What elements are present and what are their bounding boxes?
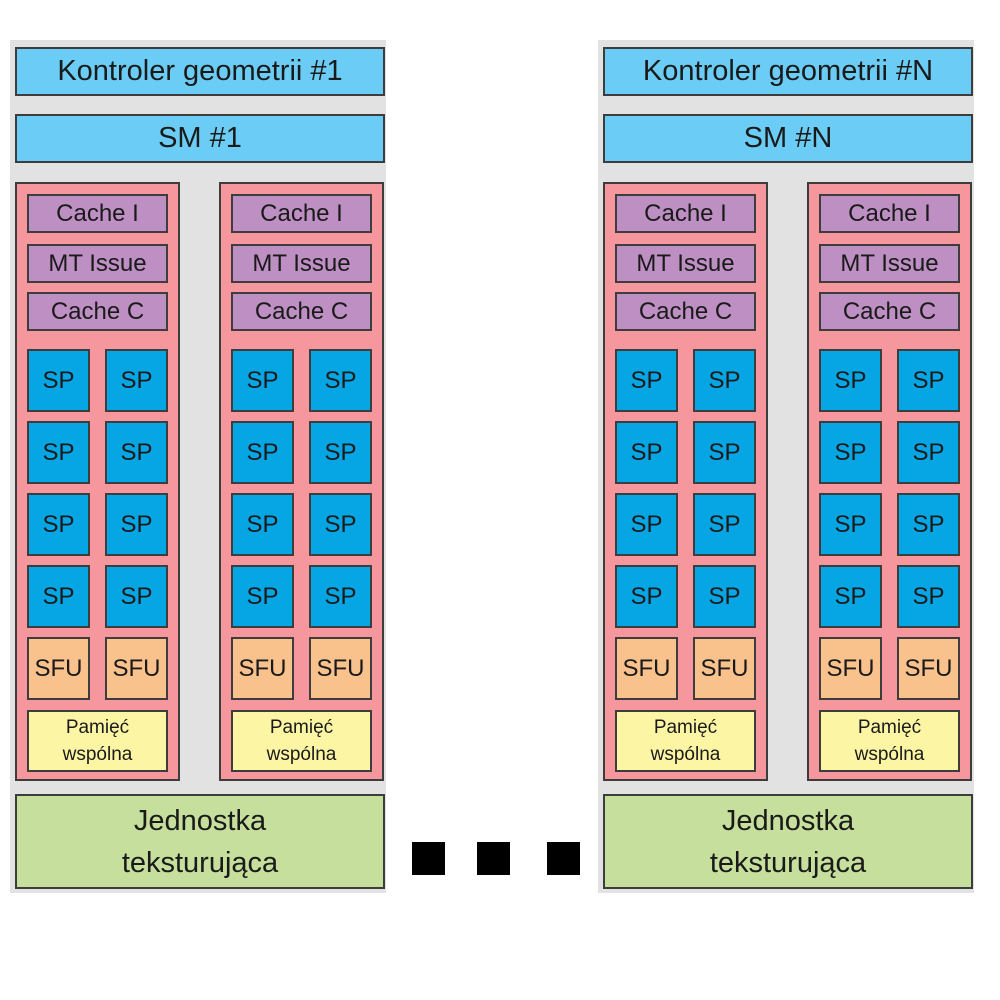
sp-unit: SP	[105, 565, 168, 628]
sp-unit: SP	[309, 421, 372, 484]
cache-i: Cache I	[615, 194, 756, 233]
sp-unit: SP	[897, 493, 960, 556]
sp-unit: SP	[693, 349, 756, 412]
ellipsis-dot	[547, 842, 580, 875]
geometry-controller: Kontroler geometrii #1	[15, 47, 385, 96]
sp-unit: SP	[819, 349, 882, 412]
shared-memory-line2: wspólna	[854, 744, 925, 765]
tpc-block: Cache I MT Issue Cache C SP SP SP SP SP …	[603, 182, 768, 781]
cache-c: Cache C	[615, 292, 756, 331]
mt-issue: MT Issue	[231, 244, 372, 283]
mt-issue: MT Issue	[819, 244, 960, 283]
texture-unit-line1: Jednostka	[721, 804, 855, 837]
shared-memory-line2: wspólna	[62, 744, 133, 765]
sp-unit: SP	[27, 421, 90, 484]
cache-c: Cache C	[27, 292, 168, 331]
ellipsis-dot	[412, 842, 445, 875]
shared-memory: Pamięć wspólna	[819, 710, 960, 772]
gpu-cluster-1: Kontroler geometrii #1 SM #1 Cache I MT …	[10, 40, 386, 893]
sfu-unit: SFU	[819, 637, 882, 700]
shared-memory-line1: Pamięć	[65, 717, 130, 738]
sp-unit: SP	[819, 565, 882, 628]
shared-memory-line1: Pamięć	[653, 717, 718, 738]
texture-unit: Jednostka teksturująca	[15, 794, 385, 889]
sp-unit: SP	[309, 493, 372, 556]
sp-unit: SP	[615, 349, 678, 412]
sp-unit: SP	[615, 565, 678, 628]
sp-unit: SP	[309, 349, 372, 412]
texture-unit: Jednostka teksturująca	[603, 794, 973, 889]
shared-memory-line1: Pamięć	[269, 717, 334, 738]
ellipsis-dot	[477, 842, 510, 875]
sfu-unit: SFU	[105, 637, 168, 700]
sp-unit: SP	[105, 349, 168, 412]
sp-unit: SP	[693, 421, 756, 484]
sp-unit: SP	[105, 493, 168, 556]
mt-issue: MT Issue	[615, 244, 756, 283]
gpu-cluster-n: Kontroler geometrii #N SM #N Cache I MT …	[598, 40, 974, 893]
sfu-unit: SFU	[615, 637, 678, 700]
cache-c: Cache C	[819, 292, 960, 331]
shared-memory-line2: wspólna	[650, 744, 721, 765]
mt-issue: MT Issue	[27, 244, 168, 283]
sfu-unit: SFU	[27, 637, 90, 700]
sfu-unit: SFU	[693, 637, 756, 700]
sp-unit: SP	[693, 493, 756, 556]
sp-unit: SP	[231, 565, 294, 628]
sp-unit: SP	[819, 421, 882, 484]
sfu-unit: SFU	[231, 637, 294, 700]
tpc-block: Cache I MT Issue Cache C SP SP SP SP SP …	[15, 182, 180, 781]
shared-memory: Pamięć wspólna	[27, 710, 168, 772]
sp-unit: SP	[27, 493, 90, 556]
tpc-block: Cache I MT Issue Cache C SP SP SP SP SP …	[219, 182, 384, 781]
sp-unit: SP	[105, 421, 168, 484]
sp-unit: SP	[615, 493, 678, 556]
sp-unit: SP	[897, 421, 960, 484]
sfu-unit: SFU	[897, 637, 960, 700]
texture-unit-line2: teksturująca	[121, 846, 279, 879]
texture-unit-line1: Jednostka	[133, 804, 267, 837]
cache-c: Cache C	[231, 292, 372, 331]
sm-block: SM #N	[603, 114, 973, 163]
sp-unit: SP	[231, 421, 294, 484]
shared-memory: Pamięć wspólna	[615, 710, 756, 772]
cache-i: Cache I	[231, 194, 372, 233]
sm-block: SM #1	[15, 114, 385, 163]
sp-unit: SP	[897, 349, 960, 412]
geometry-controller: Kontroler geometrii #N	[603, 47, 973, 96]
sp-unit: SP	[231, 349, 294, 412]
sp-unit: SP	[693, 565, 756, 628]
sp-unit: SP	[615, 421, 678, 484]
sp-unit: SP	[27, 565, 90, 628]
tpc-block: Cache I MT Issue Cache C SP SP SP SP SP …	[807, 182, 972, 781]
sp-unit: SP	[27, 349, 90, 412]
sp-unit: SP	[231, 493, 294, 556]
shared-memory-line2: wspólna	[266, 744, 337, 765]
shared-memory-line1: Pamięć	[857, 717, 922, 738]
sfu-unit: SFU	[309, 637, 372, 700]
cache-i: Cache I	[819, 194, 960, 233]
cache-i: Cache I	[27, 194, 168, 233]
shared-memory: Pamięć wspólna	[231, 710, 372, 772]
texture-unit-line2: teksturująca	[709, 846, 867, 879]
sp-unit: SP	[897, 565, 960, 628]
sp-unit: SP	[819, 493, 882, 556]
sp-unit: SP	[309, 565, 372, 628]
